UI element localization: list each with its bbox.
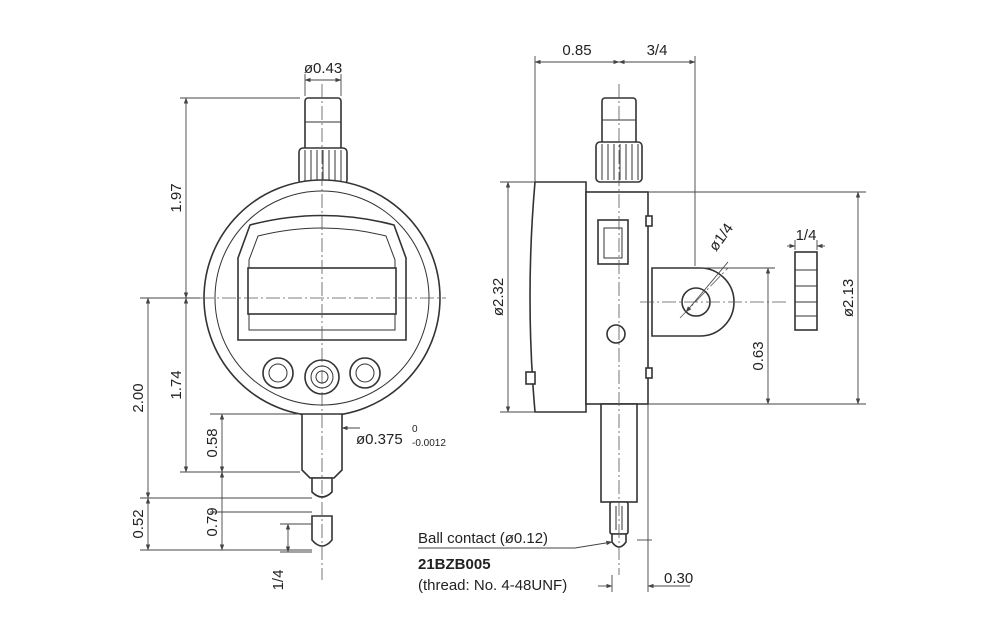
dim-body-diameter: ø2.32 xyxy=(490,278,507,316)
lug-section xyxy=(794,251,818,331)
dim-lug-hole: ø1/4 xyxy=(706,220,737,254)
dim-1-97: 1.97 xyxy=(168,183,185,212)
dim-0-30: 0.30 xyxy=(664,570,693,587)
knurl-lines xyxy=(304,150,342,182)
thread-note: (thread: No. 4-48UNF) xyxy=(418,577,567,594)
ball-contact-note: Ball contact (ø0.12) xyxy=(418,530,548,547)
dim-2-13: ø2.13 xyxy=(840,279,857,317)
side-screw xyxy=(606,324,626,344)
dim-0-79: 0.79 xyxy=(204,507,221,536)
side-clip xyxy=(525,371,536,385)
top-cap xyxy=(304,97,342,151)
side-view: 0.85 3/4 ø2.32 ø2.13 0.63 ø1/4 1/4 0.30 … xyxy=(418,42,866,594)
dim-0-85: 0.85 xyxy=(562,42,591,59)
dim-1-4-front: 1/4 xyxy=(270,570,287,591)
dim-top-diameter: ø0.43 xyxy=(304,60,342,77)
dim-stem-tol-upper: 0 xyxy=(412,424,418,435)
dim-stem-diameter: ø0.375 xyxy=(356,431,403,448)
side-extension-lines xyxy=(500,56,866,592)
side-bezel xyxy=(529,181,587,413)
dim-0-52: 0.52 xyxy=(130,509,147,538)
dim-lug-width: 1/4 xyxy=(796,227,817,244)
dim-0-63: 0.63 xyxy=(750,341,767,370)
dim-0-58: 0.58 xyxy=(204,428,221,457)
dimline-lug-hole xyxy=(685,261,729,313)
dim-1-74: 1.74 xyxy=(168,370,185,399)
button-right xyxy=(349,357,381,389)
front-extension-lines xyxy=(140,74,360,553)
dim-3-4: 3/4 xyxy=(647,42,668,59)
dim-stem-tol-lower: -0.0012 xyxy=(412,438,446,449)
button-left xyxy=(262,357,294,389)
side-window xyxy=(597,219,629,265)
dim-2-00: 2.00 xyxy=(130,383,147,412)
part-number: 21BZB005 xyxy=(418,556,491,573)
ball-contact-leader xyxy=(418,540,613,549)
front-view: ø0.43 1.97 1.74 2.00 0.58 0.52 0.79 1/4 … xyxy=(130,60,446,590)
